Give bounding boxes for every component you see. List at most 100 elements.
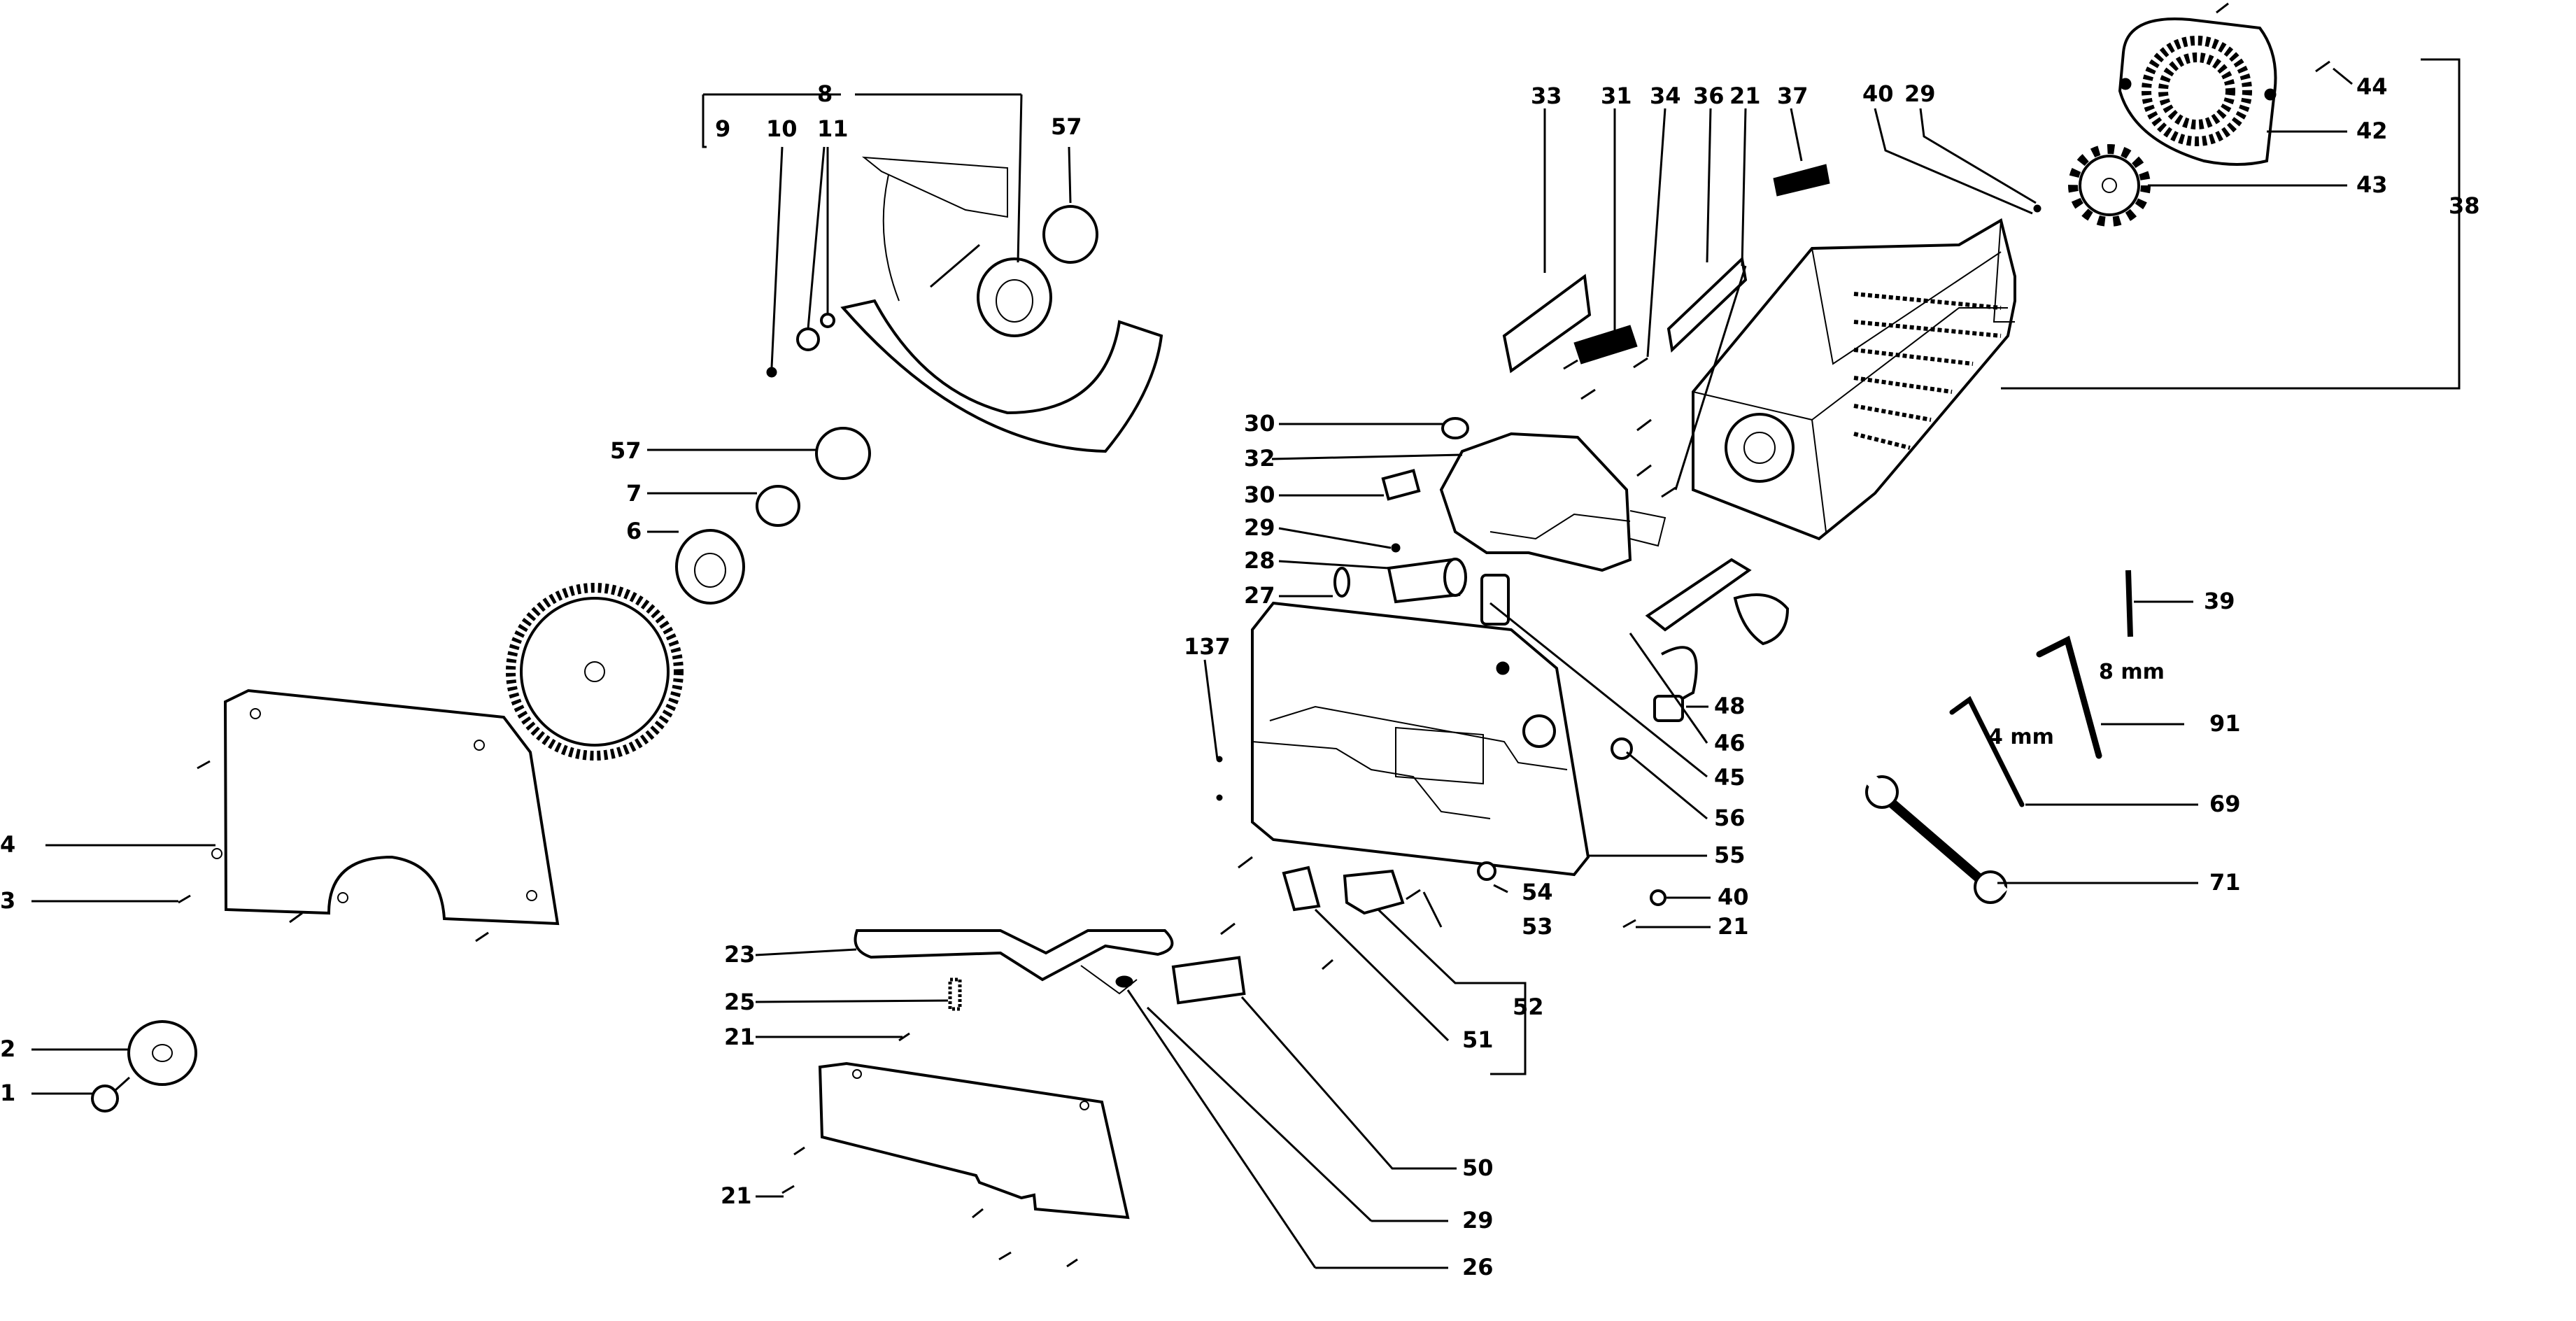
label-30-bottom: 30 bbox=[1244, 481, 1275, 508]
label-50: 50 bbox=[1462, 1154, 1494, 1181]
motor-assembly bbox=[1692, 218, 2016, 541]
carbon-brush bbox=[1381, 469, 1421, 501]
label-2: 2 bbox=[0, 1036, 15, 1062]
bottom-cover-plate bbox=[818, 1061, 1130, 1220]
label-36: 36 bbox=[1693, 83, 1725, 109]
retaining-clip bbox=[756, 485, 800, 527]
label-53: 53 bbox=[1522, 913, 1553, 940]
label-3: 3 bbox=[0, 887, 15, 914]
label-48: 48 bbox=[1714, 693, 1746, 719]
label-9: 9 bbox=[715, 115, 730, 142]
part-labels: 4 3 2 1 8 9 10 11 57 57 7 6 137 23 25 21… bbox=[0, 73, 2480, 1280]
label-32: 32 bbox=[1244, 445, 1275, 472]
label-38: 38 bbox=[2449, 192, 2480, 219]
label-34: 34 bbox=[1650, 83, 1681, 109]
leader-lines bbox=[31, 58, 2461, 1269]
outer-flange bbox=[675, 529, 745, 605]
nut-54 bbox=[1477, 861, 1496, 881]
suppressor bbox=[1480, 574, 1510, 626]
label-69: 69 bbox=[2209, 791, 2241, 817]
pivot-pin bbox=[1115, 975, 1133, 988]
label-37: 37 bbox=[1777, 83, 1809, 109]
center-screws bbox=[1220, 357, 1676, 970]
plate-36 bbox=[1666, 255, 1748, 353]
pin-tool-39 bbox=[2125, 570, 2133, 637]
label-26: 26 bbox=[1462, 1254, 1494, 1280]
upper-blade-guard bbox=[840, 156, 1163, 453]
capacitor bbox=[1387, 558, 1467, 604]
fan-cover bbox=[2118, 17, 2277, 166]
label-30-top: 30 bbox=[1244, 410, 1275, 437]
spacer-ring-upper bbox=[1042, 205, 1098, 264]
label-28: 28 bbox=[1244, 547, 1275, 574]
label-11: 11 bbox=[817, 115, 849, 142]
label-8: 8 bbox=[817, 80, 833, 107]
label-57-lower: 57 bbox=[610, 437, 642, 464]
label-6: 6 bbox=[626, 518, 642, 544]
motor-bracket bbox=[1439, 432, 1666, 572]
bushing-top bbox=[1441, 417, 1469, 439]
label-21-d: 21 bbox=[1718, 913, 1749, 940]
spring bbox=[948, 977, 962, 1011]
washer-40-lower bbox=[1650, 889, 1666, 906]
cover-screws bbox=[781, 1032, 1078, 1268]
label-51: 51 bbox=[1462, 1026, 1494, 1053]
label-21-c: 21 bbox=[1729, 83, 1761, 109]
screw-44 bbox=[2315, 60, 2330, 73]
label-23: 23 bbox=[724, 941, 756, 968]
label-55: 55 bbox=[1714, 842, 1746, 868]
cable-clip bbox=[1333, 567, 1350, 598]
plate-33 bbox=[1502, 274, 1592, 374]
switch-parts bbox=[1282, 866, 1405, 915]
plate-31 bbox=[1573, 325, 1638, 365]
spacer-ring-lower bbox=[815, 427, 871, 480]
label-40-lower: 40 bbox=[1718, 884, 1749, 910]
label-57-upper: 57 bbox=[1051, 113, 1082, 140]
label-25: 25 bbox=[724, 989, 756, 1015]
label-44: 44 bbox=[2356, 73, 2388, 100]
label-7: 7 bbox=[626, 480, 642, 507]
label-29-b: 29 bbox=[1904, 80, 1936, 107]
label-52: 52 bbox=[1513, 994, 1544, 1020]
main-housing bbox=[1251, 601, 1590, 877]
label-137: 137 bbox=[1184, 633, 1231, 660]
label-42: 42 bbox=[2356, 118, 2388, 144]
switch-plate-50 bbox=[1171, 956, 1246, 1005]
label-56: 56 bbox=[1714, 805, 1746, 831]
hex-key-4mm bbox=[1949, 695, 2025, 807]
label-33: 33 bbox=[1531, 83, 1562, 109]
label-54: 54 bbox=[1522, 879, 1553, 905]
label-40-upper: 40 bbox=[1862, 80, 1894, 107]
label-46: 46 bbox=[1714, 730, 1746, 756]
label-4: 4 bbox=[0, 831, 15, 858]
small-screw-29 bbox=[1391, 543, 1401, 553]
plate-screws bbox=[178, 760, 489, 942]
label-27: 27 bbox=[1244, 582, 1275, 609]
cooling-fan bbox=[2068, 144, 2151, 227]
saw-blade bbox=[506, 583, 684, 761]
label-21-b: 21 bbox=[721, 1182, 752, 1209]
arbor-bolt bbox=[91, 1076, 131, 1112]
label-29-c: 29 bbox=[1462, 1207, 1494, 1234]
label-39: 39 bbox=[2204, 588, 2235, 614]
adjust-knob-56 bbox=[1611, 737, 1633, 760]
label-21-a: 21 bbox=[724, 1024, 756, 1050]
label-31: 31 bbox=[1601, 83, 1632, 109]
label-29-a: 29 bbox=[1244, 514, 1275, 541]
pin-137b bbox=[1216, 794, 1223, 801]
label-71: 71 bbox=[2209, 869, 2241, 896]
screw-top bbox=[2216, 2, 2229, 14]
label-1: 1 bbox=[0, 1080, 15, 1106]
label-10: 10 bbox=[766, 115, 798, 142]
hex-key-8mm bbox=[2036, 635, 2102, 759]
label-8mm: 8 mm bbox=[2099, 660, 2165, 684]
label-91: 91 bbox=[2209, 710, 2241, 737]
label-37 bbox=[1773, 164, 1830, 197]
wrench-71 bbox=[1865, 774, 2008, 904]
guard-small-parts bbox=[766, 313, 835, 378]
flange-washer bbox=[127, 1020, 197, 1086]
label-45: 45 bbox=[1714, 764, 1746, 791]
lower-guard-plate bbox=[211, 688, 560, 926]
label-4mm: 4 mm bbox=[1988, 725, 2054, 749]
